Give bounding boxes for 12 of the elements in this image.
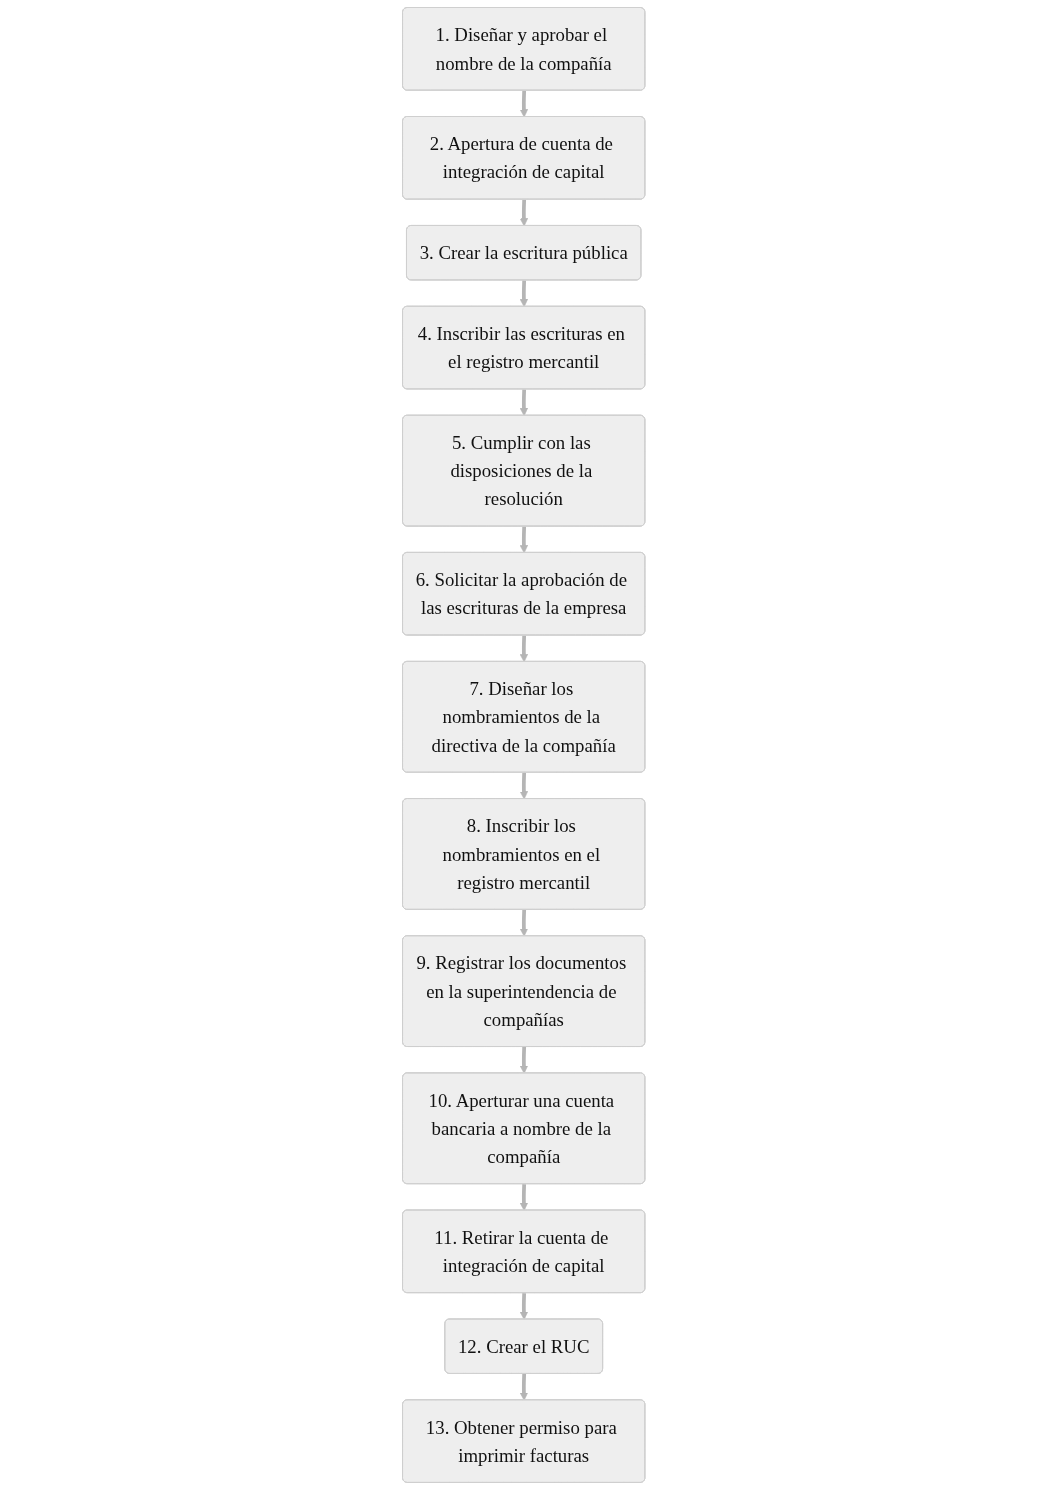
arrow xyxy=(519,199,528,227)
arrow xyxy=(519,772,528,800)
arrow xyxy=(519,1293,528,1320)
arrow xyxy=(519,1373,528,1401)
arrow xyxy=(519,280,528,308)
arrow xyxy=(519,1046,528,1074)
arrow xyxy=(519,1184,528,1211)
arrow xyxy=(519,389,528,417)
arrow xyxy=(519,90,528,118)
arrow xyxy=(519,635,528,663)
arrow xyxy=(519,909,528,937)
arrow xyxy=(519,526,528,554)
